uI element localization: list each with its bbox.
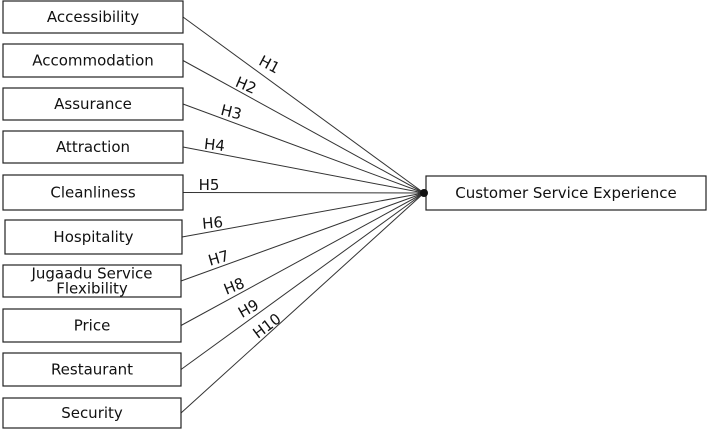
construct-box-frame	[2, 174, 184, 211]
construct-label: Assurance	[54, 95, 132, 113]
hypothesis-label: H4	[203, 135, 226, 155]
construct-label: Restaurant	[51, 361, 133, 379]
hypothesis-label: H9	[235, 296, 262, 322]
hypothesis-link	[182, 146, 425, 194]
construct-box-frame	[2, 308, 182, 343]
hypothesis-link	[182, 103, 425, 194]
target-construct: Customer Service Experience	[420, 175, 707, 211]
construct-box: Price	[2, 308, 182, 343]
hypothesis-link	[182, 16, 425, 194]
construct-label: Security	[61, 404, 123, 422]
target-box	[425, 175, 707, 211]
hypothesis-label: H2	[233, 73, 259, 98]
hypothesis-label: H5	[199, 176, 220, 194]
hypothesis-link	[180, 192, 425, 282]
hypothesis-link	[180, 192, 425, 414]
hypothesis-link	[180, 192, 425, 326]
construct-label: Attraction	[56, 138, 130, 156]
construct-box-frame	[2, 0, 184, 34]
hypothesis-label: H7	[206, 247, 231, 270]
construct-label: Price	[74, 317, 111, 335]
construct-box: Attraction	[2, 130, 184, 164]
construct-label: Accessibility	[47, 8, 139, 26]
construct-box-frame	[2, 130, 184, 164]
hypothesis-label: H8	[221, 274, 247, 298]
construct-box-frame	[2, 43, 184, 78]
construct-boxes: AccessibilityAccommodationAssuranceAttra…	[2, 0, 184, 429]
construct-box-frame	[2, 352, 182, 387]
construct-box: Accommodation	[2, 43, 184, 78]
hypothesis-link	[181, 192, 425, 238]
construct-box: Hospitality	[4, 219, 183, 255]
hypothesis-label: H6	[201, 213, 223, 233]
construct-label: Flexibility	[56, 280, 128, 298]
hypothesis-link	[182, 60, 425, 194]
construct-label: Jugaadu Service	[30, 265, 152, 283]
construct-label: Hospitality	[53, 228, 133, 246]
hypothesis-link	[182, 192, 425, 194]
target-label: Customer Service Experience	[455, 184, 676, 202]
construct-box: Cleanliness	[2, 174, 184, 211]
construct-label: Accommodation	[32, 52, 154, 70]
construct-box: Accessibility	[2, 0, 184, 34]
hypothesis-link	[180, 192, 425, 370]
construct-box-frame	[2, 264, 182, 298]
construct-box-frame	[4, 219, 183, 255]
construct-box: Security	[2, 397, 182, 429]
construct-box-frame	[2, 397, 182, 429]
hypothesis-label: H3	[219, 101, 244, 124]
construct-box: Assurance	[2, 87, 184, 121]
construct-label: Cleanliness	[50, 184, 135, 202]
construct-box-frame	[2, 87, 184, 121]
convergence-point	[420, 189, 428, 197]
construct-box: Restaurant	[2, 352, 182, 387]
